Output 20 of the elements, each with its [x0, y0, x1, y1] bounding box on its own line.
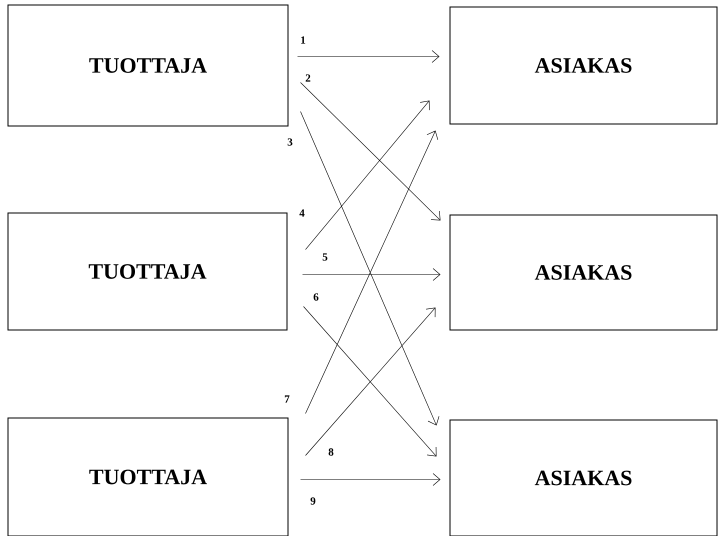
edge-label: 8: [328, 448, 334, 456]
box: TUOTTAJA: [8, 418, 288, 536]
edge-label: 4: [299, 209, 305, 217]
arrow: [305, 100, 430, 250]
edge-label: 2: [306, 74, 310, 82]
edge-label: 5: [322, 253, 328, 261]
edge-label: 9: [310, 497, 316, 505]
box: ASIAKAS: [450, 420, 718, 536]
arrow: [302, 268, 441, 281]
box: TUOTTAJA: [8, 4, 288, 126]
arrow: [300, 82, 440, 220]
box: ASIAKAS: [450, 6, 718, 124]
box: ASIAKAS: [450, 214, 718, 330]
arrow: [300, 473, 441, 486]
edge-label: 6: [314, 293, 318, 301]
arrow: [297, 50, 440, 63]
box: TUOTTAJA: [8, 212, 288, 330]
edge-label: 3: [288, 138, 292, 146]
edge-label: 7: [284, 395, 290, 403]
edge-label: 1: [301, 36, 306, 44]
